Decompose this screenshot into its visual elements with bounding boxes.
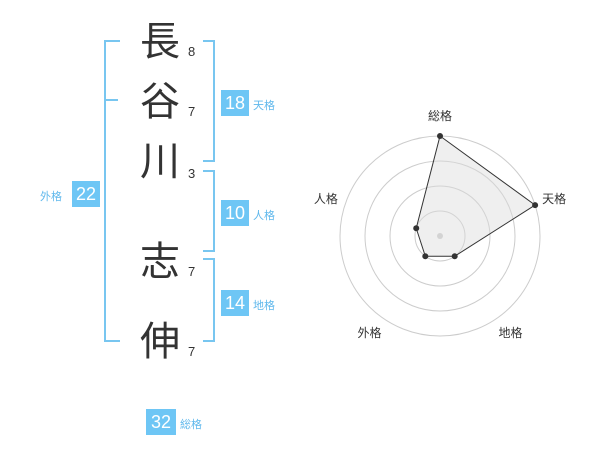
radar-point-5 [413,225,420,232]
chikaku-badge: 14 [221,290,249,316]
chikaku-label: 地格 [253,299,275,312]
soukaku-label: 総格 [180,418,202,431]
name-character-4: 志 [140,239,180,285]
radar-axis-label-2: 天格 [542,191,566,206]
radar-axis-label-1: 総格 [428,110,452,123]
tenkaku-label: 天格 [253,99,275,112]
radar-ring-3 [364,160,516,312]
radar-point-1 [437,133,443,139]
gaikaku-bracket [104,40,120,342]
radar-axis-label-4: 外格 [357,325,381,340]
radar-point-3 [451,253,458,260]
chikaku-bracket [203,258,215,342]
stroke-count-5: 7 [188,344,196,359]
gaikaku-bracket-tick [104,99,118,101]
stroke-count-3: 3 [188,166,196,181]
stroke-count-1: 8 [188,44,196,59]
radar-axis-label-5: 人格 [314,191,338,206]
stroke-count-2: 7 [188,104,196,119]
gaikaku-label: 外格 [40,190,62,203]
jinkaku-badge: 10 [221,200,249,226]
jinkaku-bracket [203,170,215,252]
radar-point-4 [422,253,429,260]
radar-axis-label-3: 地格 [499,325,523,340]
stroke-count-4: 7 [188,264,196,279]
soukaku-badge: 32 [146,409,176,435]
name-character-5: 伸 [140,319,180,365]
jinkaku-label: 人格 [253,209,275,222]
radar-point-2 [532,202,539,209]
radar-ring-1 [414,210,466,262]
tenkaku-badge: 18 [221,90,249,116]
tenkaku-bracket [203,40,215,162]
radar-ring-2 [389,185,491,287]
radar-polygon [415,135,536,257]
name-character-1: 長 [140,19,180,65]
gaikaku-badge: 22 [72,181,100,207]
name-character-2: 谷 [140,79,180,125]
name-character-3: 川 [140,139,180,185]
radar-center [437,233,443,239]
